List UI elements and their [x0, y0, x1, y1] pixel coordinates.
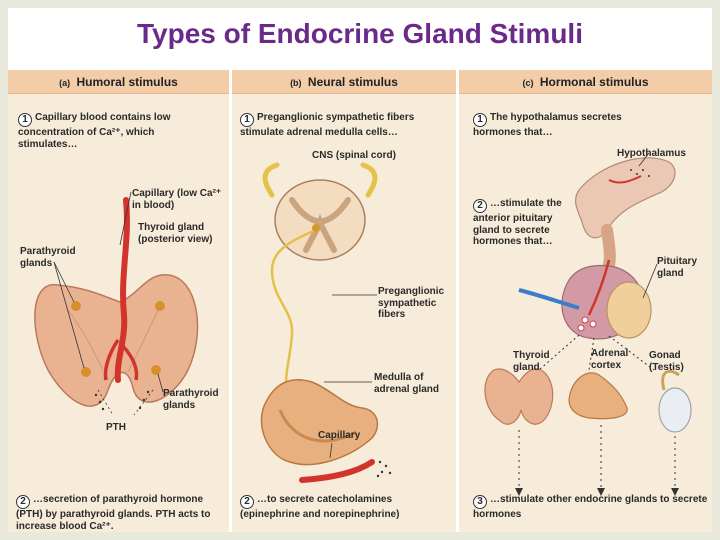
- step-2: 2…secretion of parathyroid hormone (PTH)…: [16, 494, 226, 532]
- label-thyroid: Thyroid gland: [513, 350, 550, 373]
- panel-divider: [229, 70, 232, 532]
- panel-heading-text: Neural stimulus: [307, 75, 398, 89]
- step-text: …stimulate other endocrine glands to sec…: [473, 494, 708, 520]
- panel-humoral: (a) Humoral stimulus: [8, 70, 229, 532]
- label-capillary: Capillary (low Ca²⁺ in blood): [132, 188, 222, 211]
- step-number: 2: [16, 495, 30, 509]
- panel-heading-text: Humoral stimulus: [76, 75, 178, 89]
- label-adrenal-cortex: Adrenal cortex: [591, 348, 629, 371]
- label-parathyroid-left: Parathyroid glands: [20, 246, 76, 269]
- step-text: The hypothalamus secretes hormones that…: [473, 112, 622, 138]
- label-gonad: Gonad (Testis): [649, 350, 684, 373]
- step-text: …stimulate the anterior pituitary gland …: [473, 198, 562, 247]
- step-number: 3: [473, 495, 487, 509]
- label-preganglionic-fibers: Preganglionic sympathetic fibers: [378, 286, 445, 320]
- label-cns: CNS (spinal cord): [312, 150, 396, 161]
- panel-divider: [456, 70, 459, 532]
- step-text: Capillary blood contains low concentrati…: [18, 112, 171, 150]
- panel-tag: (b): [290, 78, 302, 88]
- preganglionic-fiber: [270, 228, 317, 391]
- parathyroid-dot: [155, 301, 165, 311]
- step-text: …to secrete catecholamines (epinephrine …: [240, 494, 400, 520]
- panel-tag: (a): [59, 78, 71, 88]
- testis-shape: [658, 387, 692, 433]
- panel-heading-humoral: (a) Humoral stimulus: [8, 70, 229, 94]
- slide: Types of Endocrine Gland Stimuli (a) Hum…: [8, 8, 712, 532]
- step-number: 2: [473, 199, 487, 213]
- panel-heading-text: Hormonal stimulus: [539, 75, 649, 89]
- label-hypothalamus: Hypothalamus: [617, 148, 686, 159]
- panel-hormonal: (c) Hormonal stimulus: [459, 70, 712, 532]
- parathyroid-dot: [151, 365, 161, 375]
- hypothalamus-shape: [575, 157, 676, 239]
- step-2: 2…to secrete catecholamines (epinephrine…: [240, 494, 452, 521]
- spinal-cord-illustration: [260, 162, 392, 483]
- adrenal-gland-shape: [568, 372, 628, 420]
- thyroid-illustration: [34, 191, 199, 416]
- panel-neural: (b) Neural stimulus: [232, 70, 456, 532]
- parathyroid-dot: [71, 301, 81, 311]
- step-number: 1: [473, 113, 487, 127]
- endocrine-figure: (a) Humoral stimulus: [8, 70, 712, 532]
- panel-tag: (c): [522, 78, 534, 88]
- parathyroid-dot: [81, 367, 91, 377]
- step-number: 2: [240, 495, 254, 509]
- label-thyroid: Thyroid gland (posterior view): [138, 222, 213, 245]
- label-capillary: Capillary: [318, 430, 361, 441]
- label-pituitary: Pituitary gland: [657, 256, 698, 279]
- step-number: 1: [240, 113, 254, 127]
- step-number: 1: [18, 113, 32, 127]
- capillary-vessel: [299, 459, 375, 483]
- step-2: 2…stimulate the anterior pituitary gland…: [473, 198, 569, 248]
- step-text: …secretion of parathyroid hormone (PTH) …: [16, 494, 211, 532]
- panel-heading-neural: (b) Neural stimulus: [232, 70, 456, 94]
- label-adrenal-medulla: Medulla of adrenal gland: [374, 372, 440, 395]
- step-3: 3…stimulate other endocrine glands to se…: [473, 494, 709, 521]
- adrenal-gland-shape: [260, 379, 379, 466]
- slide-title: Types of Endocrine Gland Stimuli: [137, 18, 583, 49]
- step-text: Preganglionic sympathetic fibers stimula…: [240, 112, 415, 138]
- capillary-vessel: [114, 197, 130, 383]
- thyroid-gland-shape: [484, 368, 554, 425]
- label-pth: PTH: [106, 422, 126, 433]
- panel-heading-hormonal: (c) Hormonal stimulus: [459, 70, 712, 94]
- pituitary-illustration: [484, 152, 692, 496]
- label-parathyroid-right: Parathyroid glands: [163, 388, 219, 411]
